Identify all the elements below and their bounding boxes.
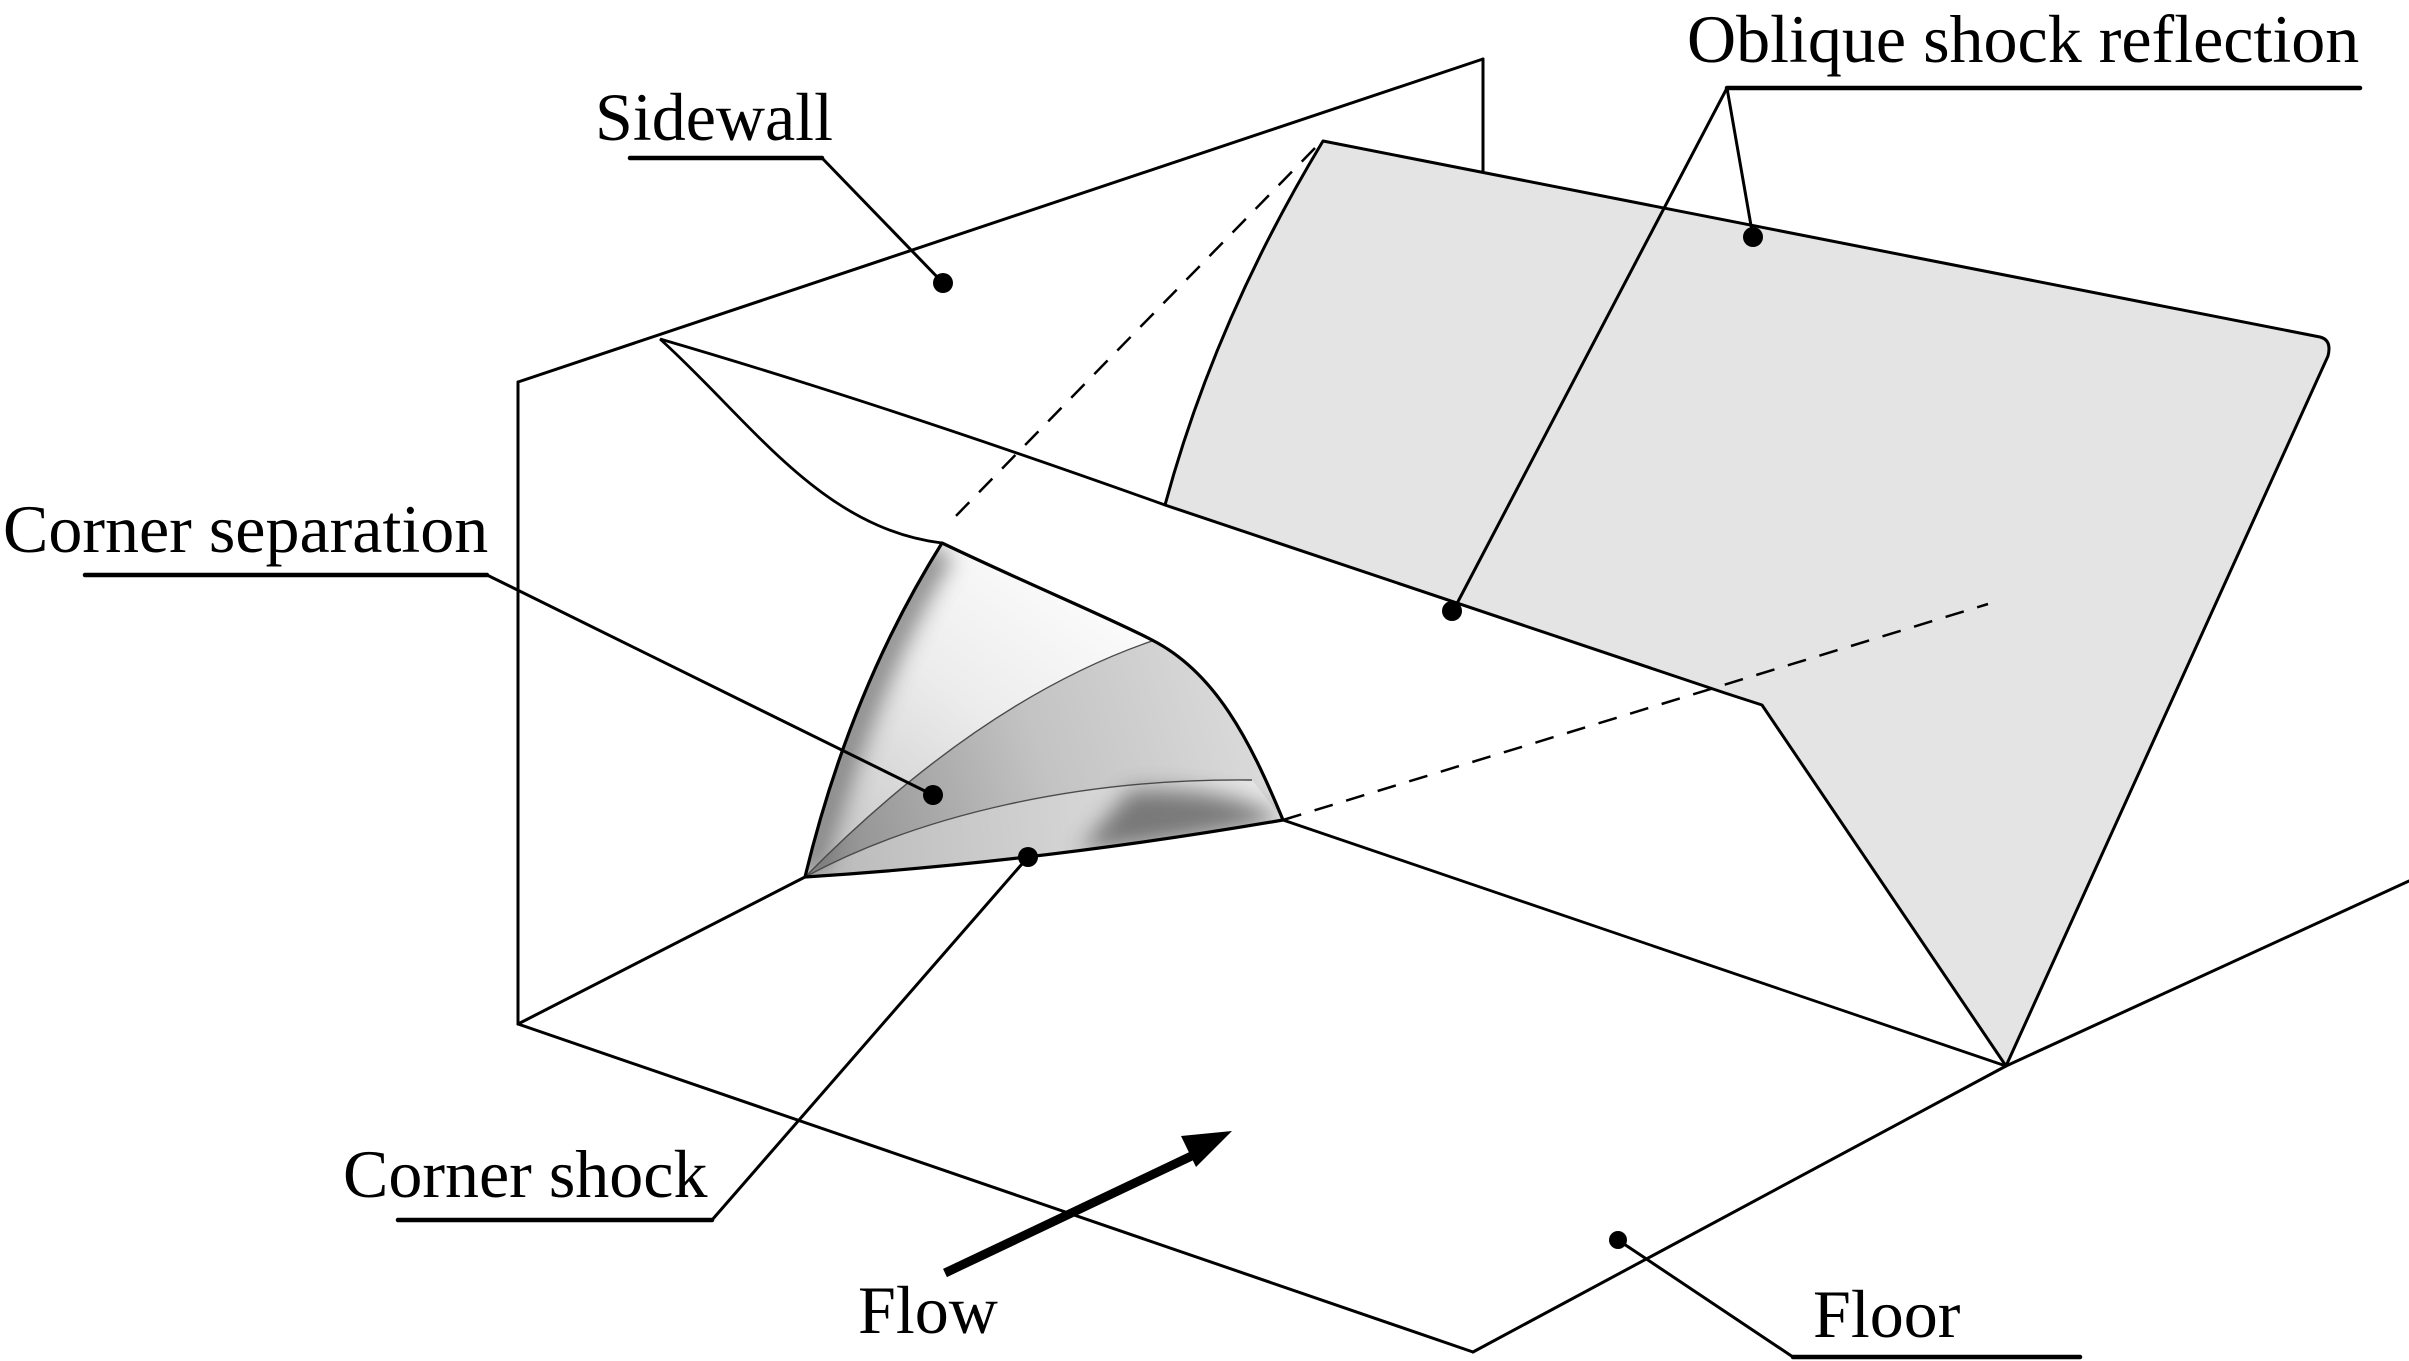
sidewall-plane-outline (516, 57, 1485, 1026)
oblique-leader-arm-right (1725, 86, 1755, 239)
corner-shock-label: Corner shock (343, 1136, 707, 1212)
cone-tip-shadow (1080, 789, 1283, 850)
floor-corner-line (516, 875, 807, 1026)
sidewall-dot (933, 273, 953, 293)
flow-label: Flow (858, 1272, 998, 1348)
corner-separation-cone (803, 541, 1285, 879)
sidewall-top-edge (516, 57, 1485, 384)
annotation-leaders (82, 85, 2363, 1360)
cone-left-rim-shadow (805, 543, 953, 876)
floor-leader-arm (1616, 1238, 1795, 1359)
annotation-dots (923, 227, 1763, 1249)
oblique-shock-reflection-label: Oblique shock reflection (1687, 1, 2359, 77)
floor-near-edge (1471, 1064, 2008, 1354)
oblique-dot-upper (1743, 227, 1763, 247)
floor-plane-outline (516, 875, 2409, 1354)
oblique-dot-lower (1442, 601, 1462, 621)
shock-floor-reflection-line (1282, 818, 2007, 1068)
flow-arrow (943, 1131, 1232, 1278)
floor-dot (1609, 1231, 1627, 1249)
corner-separation-leader-arm (485, 573, 935, 797)
cone-crease-lower (804, 779, 1253, 878)
hidden-trace-lines (949, 147, 1989, 822)
floor-downstream-edge (2004, 879, 2409, 1068)
separation-line-sidewall-trace (659, 337, 943, 545)
floor-upstream-edge (516, 1022, 1475, 1354)
cone-inner-surface (805, 641, 1283, 877)
oblique-leader-arm-left (1450, 86, 1729, 615)
sidewall-label: Sidewall (595, 79, 833, 155)
flow-arrow-shaft (943, 1147, 1202, 1278)
corner-shock-leader-arm (710, 855, 1030, 1222)
floor-hidden-trace (1282, 602, 1989, 822)
sidewall-leader-arm (820, 156, 945, 285)
flow-arrowhead-icon (1181, 1131, 1232, 1167)
corner-separation-label: Corner separation (3, 491, 488, 567)
floor-label: Floor (1813, 1276, 1961, 1352)
oblique-shock-sheet (1163, 139, 2331, 1068)
corner-separation-dot (923, 785, 943, 805)
incident-shock-sidewall-trace (659, 337, 1166, 507)
cone-crease-upper (804, 640, 1153, 878)
corner-shock-dot (1018, 847, 1038, 867)
sidewall-hidden-trace (949, 147, 1316, 523)
sidewall-shock-traces (659, 337, 1166, 545)
cone-outline (803, 541, 1285, 879)
